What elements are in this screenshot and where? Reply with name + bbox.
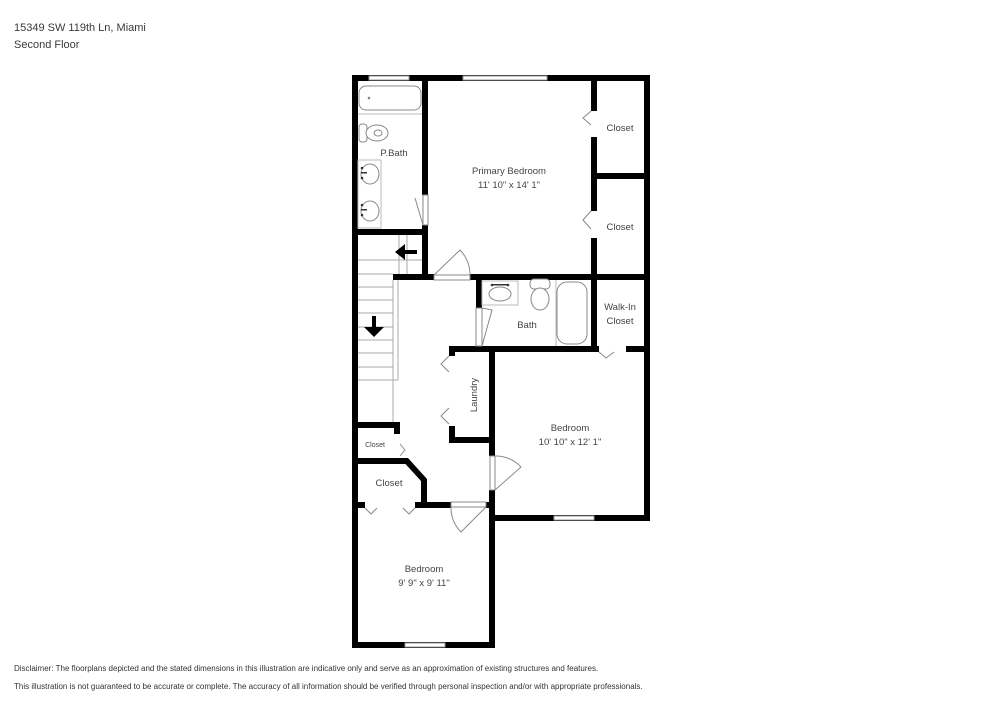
closet-small-label: Closet <box>365 442 385 449</box>
stair-arrow-left-icon <box>395 244 417 260</box>
walk-in-closet-label-2: Closet <box>607 316 634 327</box>
disclaimer-line-2: This illustration is not guaranteed to b… <box>14 682 643 691</box>
sink-icon <box>360 200 380 222</box>
primary-bedroom-dims: 11' 10" x 14' 1" <box>478 180 540 191</box>
laundry-label: Laundry <box>469 378 480 413</box>
stairs <box>358 235 422 422</box>
doors <box>364 110 615 533</box>
fixtures <box>357 85 588 346</box>
windows <box>368 75 595 648</box>
disclaimer-line-1: Disclaimer: The floorplans depicted and … <box>14 664 599 673</box>
primary-bath-label: P.Bath <box>380 148 407 159</box>
primary-bedroom-label: Primary Bedroom <box>472 166 546 177</box>
closet-hall-label: Closet <box>376 478 403 489</box>
bedroom-bottom-dims: 9' 9" x 9' 11" <box>398 578 449 589</box>
bath-label: Bath <box>517 320 537 331</box>
bedroom-right-dims: 10' 10" x 12' 1" <box>539 437 602 448</box>
walk-in-closet-label-1: Walk-In <box>604 302 636 313</box>
closet-top-label: Closet <box>607 123 634 134</box>
sink-icon <box>360 163 380 185</box>
closet-middle-label: Closet <box>607 222 634 233</box>
floor-label: Second Floor <box>14 39 80 51</box>
property-address: 15349 SW 119th Ln, Miami <box>14 22 146 34</box>
bathtub-icon <box>358 85 422 111</box>
bathtub-icon <box>556 281 588 345</box>
bedroom-right-label: Bedroom <box>551 423 590 434</box>
stair-arrow-down-icon <box>364 316 384 337</box>
sink-icon <box>488 286 512 302</box>
walls <box>352 75 650 648</box>
bedroom-bottom-label: Bedroom <box>405 564 444 575</box>
